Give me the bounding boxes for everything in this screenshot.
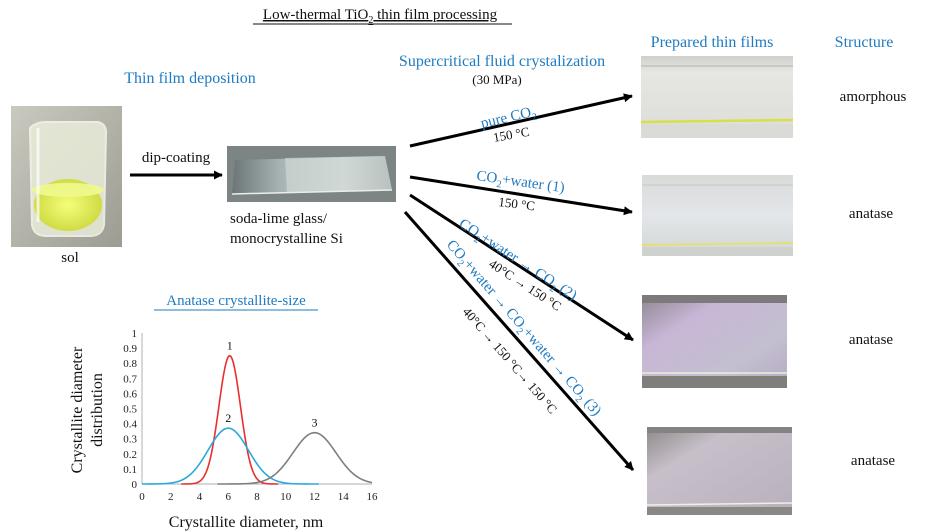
scf-heading: Supercritical fluid crystalization: [399, 53, 605, 70]
x-tick-label: 2: [168, 491, 174, 503]
route-arrow-4: [403, 211, 635, 471]
pressure-label: (30 MPa): [472, 72, 521, 87]
y-tick-label: 0.5: [123, 404, 137, 416]
substrate-label-1: soda-lime glass/: [230, 211, 328, 227]
y-tick-label: 0.1: [123, 464, 137, 476]
film-image-4: [646, 427, 793, 515]
diagram-title: Low-thermal TiO2 thin film processing: [263, 7, 498, 26]
film-image-1: [640, 56, 794, 138]
series-label-2: 2: [225, 411, 231, 425]
chart-title: Anatase crystallite-size: [166, 293, 306, 309]
x-tick-label: 6: [226, 491, 232, 503]
structure-2: anatase: [849, 206, 893, 222]
route-arrow-3: [409, 193, 634, 342]
chart-series: 1 2 3: [142, 339, 373, 485]
structure-heading: Structure: [835, 34, 894, 51]
y-tick-label: 0.2: [123, 449, 137, 461]
y-tick-label: 1: [132, 328, 138, 340]
series-line-3: [217, 431, 373, 485]
series-line-1: [181, 354, 279, 485]
film-image-3: [642, 295, 787, 388]
y-tick-label: 0.9: [123, 343, 137, 355]
y-tick-label: 0.6: [123, 388, 137, 400]
x-axis-label: Crystallite diameter, nm: [169, 514, 324, 531]
y-tick-label: 0: [132, 479, 138, 491]
series-label-1: 1: [227, 339, 233, 353]
route-2-temp: 150 °C: [498, 194, 536, 213]
y-axis-ticks: 0 0.1 0.2 0.3 0.4 0.5 0.6 0.7 0.8 0.9 1: [123, 328, 137, 491]
y-tick-label: 0.3: [123, 434, 137, 446]
route-1-temp: 150 °C: [492, 124, 531, 145]
y-tick-label: 0.4: [123, 419, 137, 431]
glass-substrate-image: [227, 146, 396, 202]
dip-coating-label: dip-coating: [142, 150, 211, 166]
route-arrow-2: [409, 175, 633, 216]
route-arrow-1: [409, 93, 633, 148]
film-image-2: [641, 175, 794, 256]
substrate-label-2: monocrystalline Si: [230, 231, 343, 247]
deposition-heading: Thin film deposition: [124, 70, 256, 87]
y-axis-label-1: Crystallite diameter: [69, 346, 86, 473]
y-tick-label: 0.8: [123, 358, 137, 370]
x-axis-ticks: 0 2 4 6 8 10 12 14 16: [139, 491, 378, 503]
x-tick-label: 0: [139, 491, 145, 503]
sol-label: sol: [61, 250, 79, 266]
x-tick-label: 4: [197, 491, 203, 503]
prepared-heading: Prepared thin films: [651, 34, 774, 51]
y-axis-label-2: distribution: [89, 373, 106, 447]
x-tick-label: 8: [254, 491, 260, 503]
y-tick-label: 0.7: [123, 373, 137, 385]
x-tick-label: 10: [280, 491, 292, 503]
series-line-2: [142, 427, 319, 485]
series-label-3: 3: [312, 416, 318, 430]
sol-beaker-image: [11, 106, 122, 247]
structure-1: amorphous: [840, 89, 907, 105]
structure-3: anatase: [849, 332, 893, 348]
structure-4: anatase: [851, 453, 895, 469]
x-tick-label: 12: [309, 491, 320, 503]
x-tick-label: 14: [338, 491, 350, 503]
x-tick-label: 16: [367, 491, 379, 503]
